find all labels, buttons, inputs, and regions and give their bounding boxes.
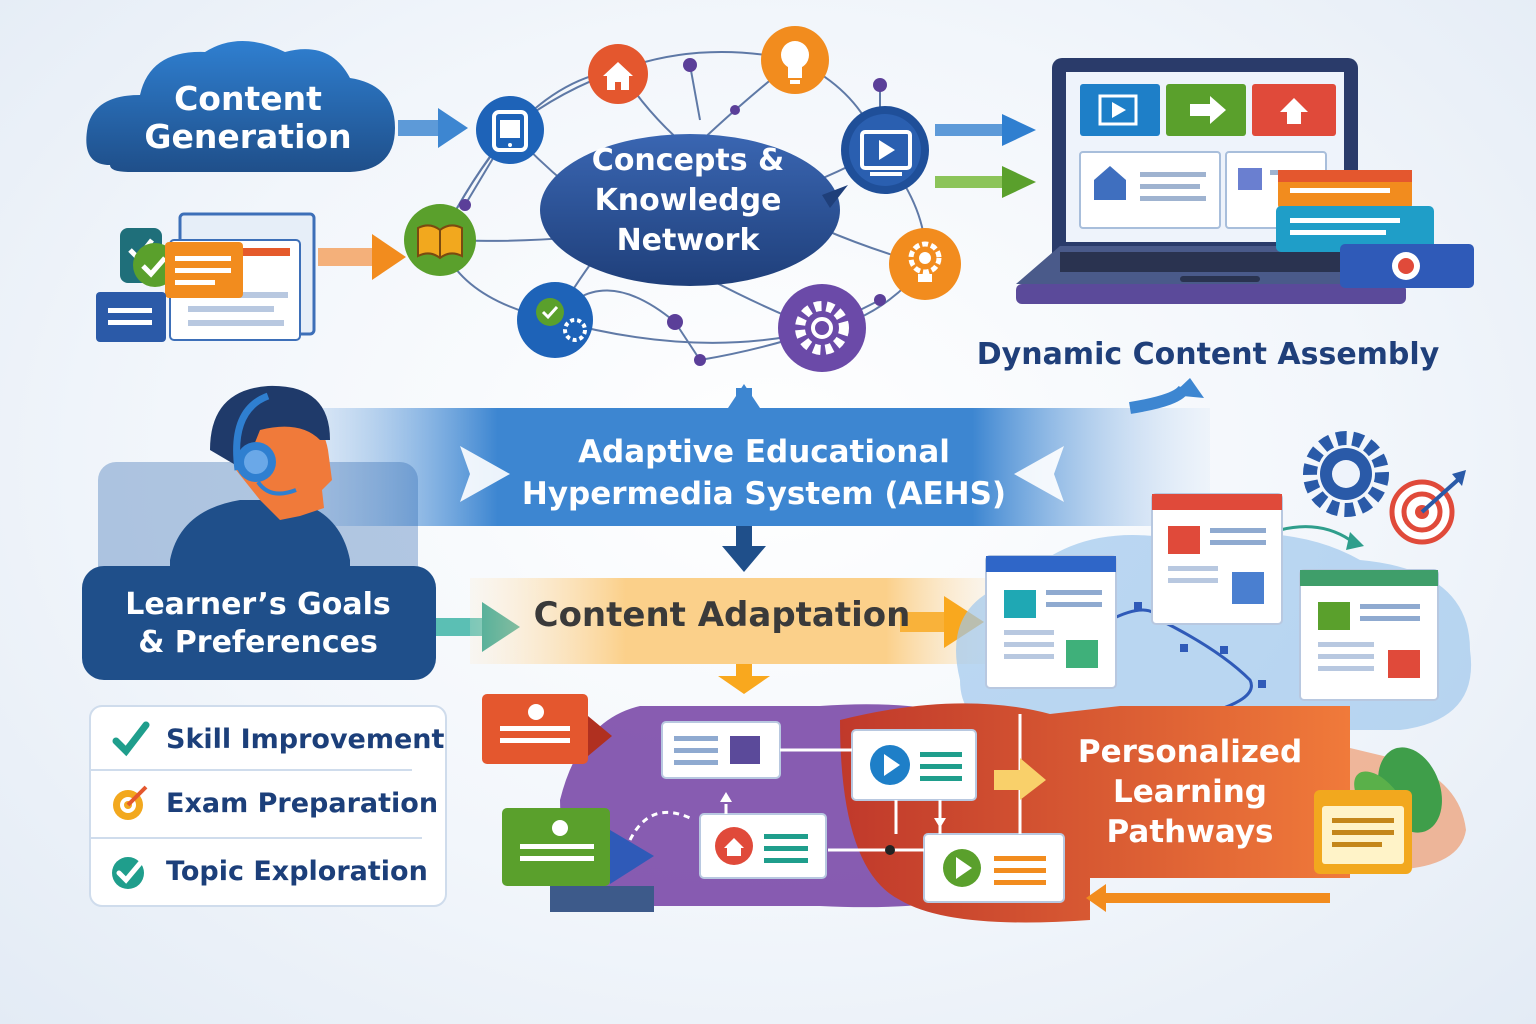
content-adaptation-label: Content Adaptation [534, 595, 911, 635]
network-dot [683, 58, 697, 72]
goal-exam-preparation: Exam Preparation [110, 772, 438, 834]
pathway-network [482, 694, 1466, 923]
goals-panel [89, 705, 447, 907]
goal-skill-improvement: Skill Improvement [110, 708, 444, 770]
target-icon [1389, 470, 1466, 545]
check-circle-icon [110, 851, 150, 891]
goal-topic-exploration: Topic Exploration [110, 840, 428, 902]
tablet-icon [476, 96, 544, 164]
concepts-network-blob [540, 134, 840, 286]
arrow-network-to-laptop [935, 114, 1036, 198]
network-dot [694, 354, 706, 366]
blob-tail [822, 185, 848, 208]
learner-goals-label: Learner’s Goals& Preferences [125, 587, 391, 660]
network-dot [459, 199, 471, 211]
lightbulb-icon [761, 26, 829, 94]
goal-label: Skill Improvement [166, 723, 445, 755]
documents-illustration [96, 212, 316, 342]
learner-goals-box [82, 566, 436, 680]
network-dot [730, 105, 740, 115]
book-icon [404, 204, 476, 276]
dynamic-content-assembly-label: Dynamic Content Assembly [977, 337, 1440, 372]
content-generation-cloud [86, 41, 395, 172]
network-dot [874, 294, 886, 306]
network-dots [459, 58, 887, 366]
target-icon [110, 783, 150, 823]
settings-gear-icon [1303, 431, 1389, 517]
check-icon [110, 719, 150, 759]
network-dot [667, 314, 683, 330]
arrow-documents-to-network [318, 234, 406, 280]
laptop-illustration [1016, 58, 1474, 304]
gear-bulb-icon [889, 228, 961, 300]
goal-label: Topic Exploration [166, 855, 428, 887]
network-dot [873, 78, 887, 92]
play-icon [841, 106, 929, 194]
gear-icon [778, 284, 866, 372]
goal-label: Exam Preparation [166, 787, 439, 819]
arrow-generation-to-network [398, 108, 468, 148]
aehs-band [260, 378, 1210, 572]
webpage-cluster [956, 493, 1472, 730]
check-gear-icon [517, 282, 593, 358]
home-icon [588, 44, 648, 104]
